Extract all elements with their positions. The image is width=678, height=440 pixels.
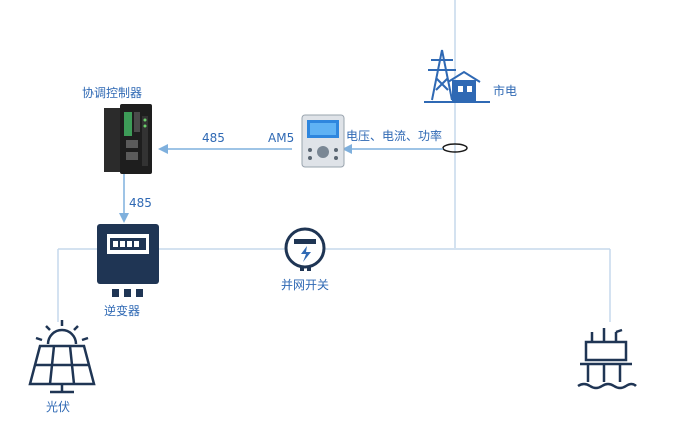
connection-lines: [57, 0, 611, 322]
pv-label: 光伏: [46, 400, 71, 414]
inverter-label: 逆变器: [104, 304, 141, 318]
controller-device-icon: [104, 104, 152, 174]
measurement-label: 电压、电流、功率: [346, 129, 443, 143]
power-meter-icon: [301, 114, 345, 168]
current-transformer-icon: [442, 143, 468, 153]
grid-label: 市电: [493, 84, 518, 98]
controller-label: 协调控制器: [82, 86, 143, 100]
grid-switch-icon: [284, 227, 326, 271]
link-controller-meter-label: 485: [202, 131, 225, 145]
meter-protocol-label: AM5: [268, 131, 295, 145]
load-facility-icon: [577, 328, 637, 390]
power-tower-icon: [424, 49, 490, 103]
inverter-icon: [97, 224, 159, 297]
solar-panel-icon: [28, 320, 96, 394]
link-controller-inverter-label: 485: [129, 196, 152, 210]
switch-label: 并网开关: [281, 278, 330, 292]
